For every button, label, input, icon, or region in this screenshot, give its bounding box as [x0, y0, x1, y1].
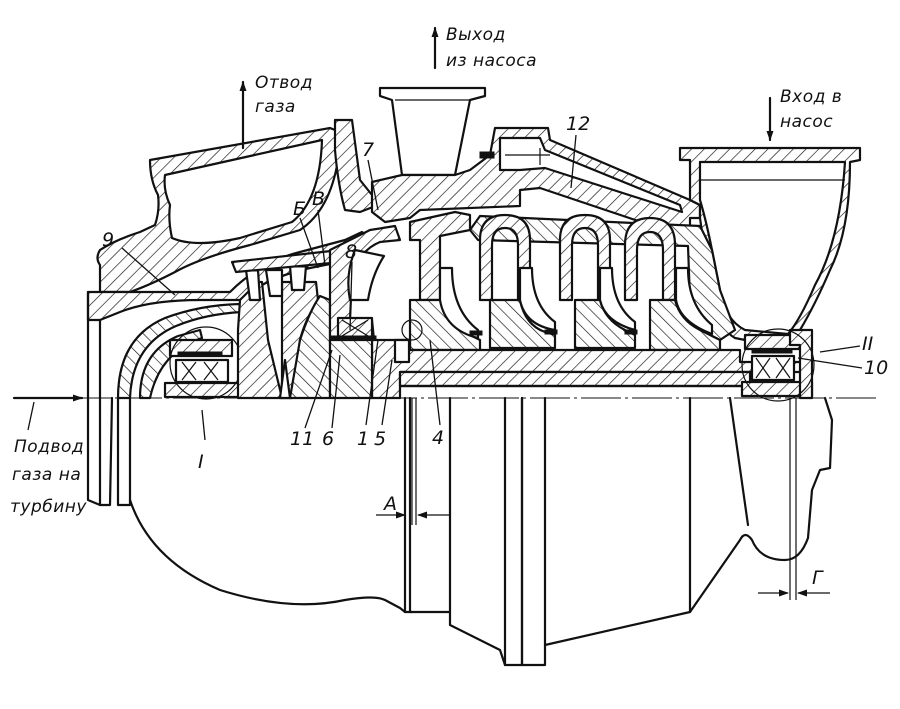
main-shaft — [328, 319, 812, 400]
label-gas-exhaust-line2: газа — [255, 97, 296, 117]
part-number-8: 8 — [345, 241, 357, 263]
part-number-6: 6 — [322, 428, 334, 450]
detail-circle-ii — [741, 328, 815, 402]
label-pump-outlet-line1: Выход — [446, 25, 506, 45]
turbine-exhaust-housing — [96, 118, 380, 294]
part-number-1: 1 — [357, 428, 369, 450]
label-pump-inlet-line2: насос — [780, 112, 833, 132]
label-turbine-inlet-line3: турбину — [10, 497, 87, 517]
pump-inlet-housing — [678, 146, 862, 347]
bearing-assembly-ii — [740, 328, 815, 402]
label-pump-outlet-line2: из насоса — [446, 51, 537, 71]
detail-mark-i: I — [198, 451, 204, 473]
turbine-rotor — [230, 248, 344, 400]
detail-mark-ii: II — [862, 333, 874, 355]
leader-lines — [121, 134, 863, 441]
pump-stages — [408, 210, 737, 352]
part-number-10: 10 — [864, 357, 888, 379]
gap-label-g: Г — [812, 567, 824, 589]
exterior-view — [86, 396, 834, 667]
part-number-5: 5 — [374, 428, 386, 450]
part-number-7: 7 — [362, 139, 374, 161]
gap-label-a: А — [382, 493, 397, 515]
label-turbine-inlet-line2: газа на — [12, 465, 81, 485]
cavity-letter-v: В — [312, 188, 325, 210]
cavity-letter-b: Б — [293, 198, 306, 220]
label-pump-inlet-line1: Вход в — [780, 87, 842, 107]
part-number-12: 12 — [566, 113, 590, 135]
part-number-4: 4 — [432, 427, 444, 449]
part-number-9: 9 — [102, 229, 114, 251]
pump-outlet-pipe — [378, 86, 487, 177]
part-number-11: 11 — [290, 428, 314, 450]
seal-ring-4 — [401, 319, 423, 341]
label-gas-exhaust-line1: Отвод — [255, 73, 313, 93]
flow-arrow-turbine-inlet — [12, 394, 84, 431]
label-turbine-inlet-line1: Подвод — [14, 437, 84, 457]
pump-housing — [370, 126, 702, 237]
bearing-assembly-i — [163, 326, 243, 400]
